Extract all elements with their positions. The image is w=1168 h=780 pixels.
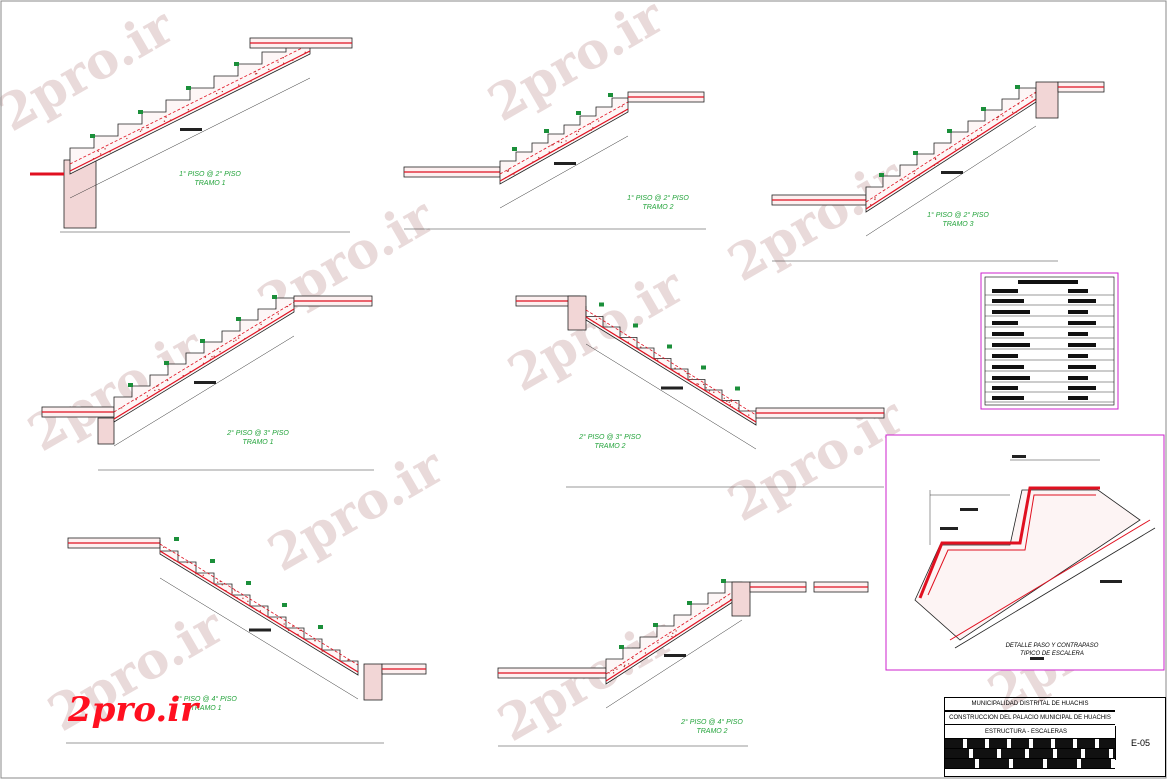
detail-caption: DETALLE PASO Y CONTRAPASO TIPICO DE ESCA… bbox=[992, 642, 1112, 658]
section-label-floor: 2° PISO @ 3° PISO bbox=[218, 429, 298, 438]
section-label: 2° PISO @ 3° PISO TRAMO 2 bbox=[570, 433, 650, 451]
schedule-cell bbox=[1068, 386, 1096, 390]
watermark-logo: 2pro.ir bbox=[68, 690, 198, 730]
schedule-cell bbox=[992, 299, 1024, 303]
title-block-client: MUNICIPALIDAD DISTRITAL DE HUACHIS bbox=[945, 698, 1115, 711]
schedule-cell bbox=[992, 376, 1030, 380]
support-beam bbox=[364, 664, 382, 700]
section-label: 1° PISO @ 2° PISO TRAMO 3 bbox=[918, 211, 998, 229]
landing-slab bbox=[1058, 82, 1104, 92]
schedule-cell bbox=[992, 365, 1024, 369]
title-block: MUNICIPALIDAD DISTRITAL DE HUACHIS CONST… bbox=[944, 697, 1166, 777]
landing-slab bbox=[42, 407, 114, 417]
schedule-cell bbox=[992, 310, 1030, 314]
schedule-cell bbox=[1068, 396, 1088, 400]
section-label-floor: 1° PISO @ 2° PISO bbox=[170, 170, 250, 179]
schedule-cell bbox=[1068, 299, 1096, 303]
schedule-cell bbox=[992, 354, 1018, 358]
landing-slab bbox=[756, 408, 884, 418]
schedule-cell bbox=[992, 396, 1024, 400]
stair-flight bbox=[500, 93, 628, 208]
stair-flight bbox=[586, 303, 756, 450]
section-label-floor: 2° PISO @ 3° PISO bbox=[570, 433, 650, 442]
rebar-schedule-table bbox=[981, 273, 1118, 409]
landing-slab bbox=[382, 664, 426, 674]
landing-slab bbox=[68, 538, 160, 548]
title-block-row bbox=[945, 749, 1115, 759]
stair-flight bbox=[160, 537, 358, 699]
support-beam bbox=[568, 296, 586, 330]
section-label-tramo: TRAMO 2 bbox=[672, 727, 752, 736]
title-block-drawing: ESTRUCTURA - ESCALERAS bbox=[945, 726, 1115, 739]
schedule-cell bbox=[1068, 332, 1088, 336]
schedule-cell bbox=[1068, 289, 1088, 293]
schedule-cell bbox=[992, 343, 1030, 347]
schedule-cell bbox=[1068, 376, 1088, 380]
stair-flight bbox=[114, 295, 294, 446]
schedule-header bbox=[1018, 280, 1078, 284]
section-label: 2° PISO @ 4° PISO TRAMO 2 bbox=[672, 718, 752, 736]
section-label-tramo: TRAMO 2 bbox=[570, 442, 650, 451]
sheet-number: E-05 bbox=[1115, 726, 1165, 760]
section-label-floor: 2° PISO @ 4° PISO bbox=[672, 718, 752, 727]
detail-title: DETALLE PASO Y CONTRAPASO bbox=[992, 642, 1112, 650]
step-detail bbox=[886, 435, 1164, 670]
landing-slab bbox=[404, 167, 500, 177]
detail-subtitle: TIPICO DE ESCALERA bbox=[992, 650, 1112, 658]
section-label-tramo: TRAMO 1 bbox=[218, 438, 298, 447]
section-label: 2° PISO @ 3° PISO TRAMO 1 bbox=[218, 429, 298, 447]
schedule-cell bbox=[1068, 310, 1088, 314]
stair-flight bbox=[606, 579, 742, 708]
schedule-cell bbox=[1068, 354, 1088, 358]
landing-slab bbox=[750, 582, 806, 592]
landing-slab bbox=[294, 296, 372, 306]
schedule-cell bbox=[1068, 365, 1096, 369]
section-label-tramo: TRAMO 1 bbox=[170, 179, 250, 188]
title-block-project: CONSTRUCCION DEL PALACIO MUNICIPAL DE HU… bbox=[945, 711, 1115, 725]
support-beam bbox=[64, 160, 96, 228]
landing-slab bbox=[498, 668, 606, 678]
landing-slab bbox=[250, 38, 352, 48]
support-beam bbox=[98, 418, 114, 444]
section-label-floor: 1° PISO @ 2° PISO bbox=[618, 194, 698, 203]
section-label: 1° PISO @ 2° PISO TRAMO 2 bbox=[618, 194, 698, 212]
title-block-row bbox=[945, 739, 1115, 749]
support-beam bbox=[1036, 82, 1058, 118]
section-label: 1° PISO @ 2° PISO TRAMO 1 bbox=[170, 170, 250, 188]
landing-slab bbox=[772, 195, 866, 205]
schedule-cell bbox=[1068, 321, 1096, 325]
support-beam bbox=[732, 582, 750, 616]
section-label-floor: 1° PISO @ 2° PISO bbox=[918, 211, 998, 220]
schedule-cell bbox=[992, 332, 1024, 336]
schedule-cell bbox=[992, 321, 1018, 325]
landing-slab bbox=[814, 582, 868, 592]
section-label-tramo: TRAMO 2 bbox=[618, 203, 698, 212]
landing-slab bbox=[628, 92, 704, 102]
section-label-tramo: TRAMO 3 bbox=[918, 220, 998, 229]
schedule-cell bbox=[1068, 343, 1096, 347]
schedule-cell bbox=[992, 386, 1018, 390]
title-block-row bbox=[945, 759, 1115, 769]
schedule-cell bbox=[992, 289, 1018, 293]
